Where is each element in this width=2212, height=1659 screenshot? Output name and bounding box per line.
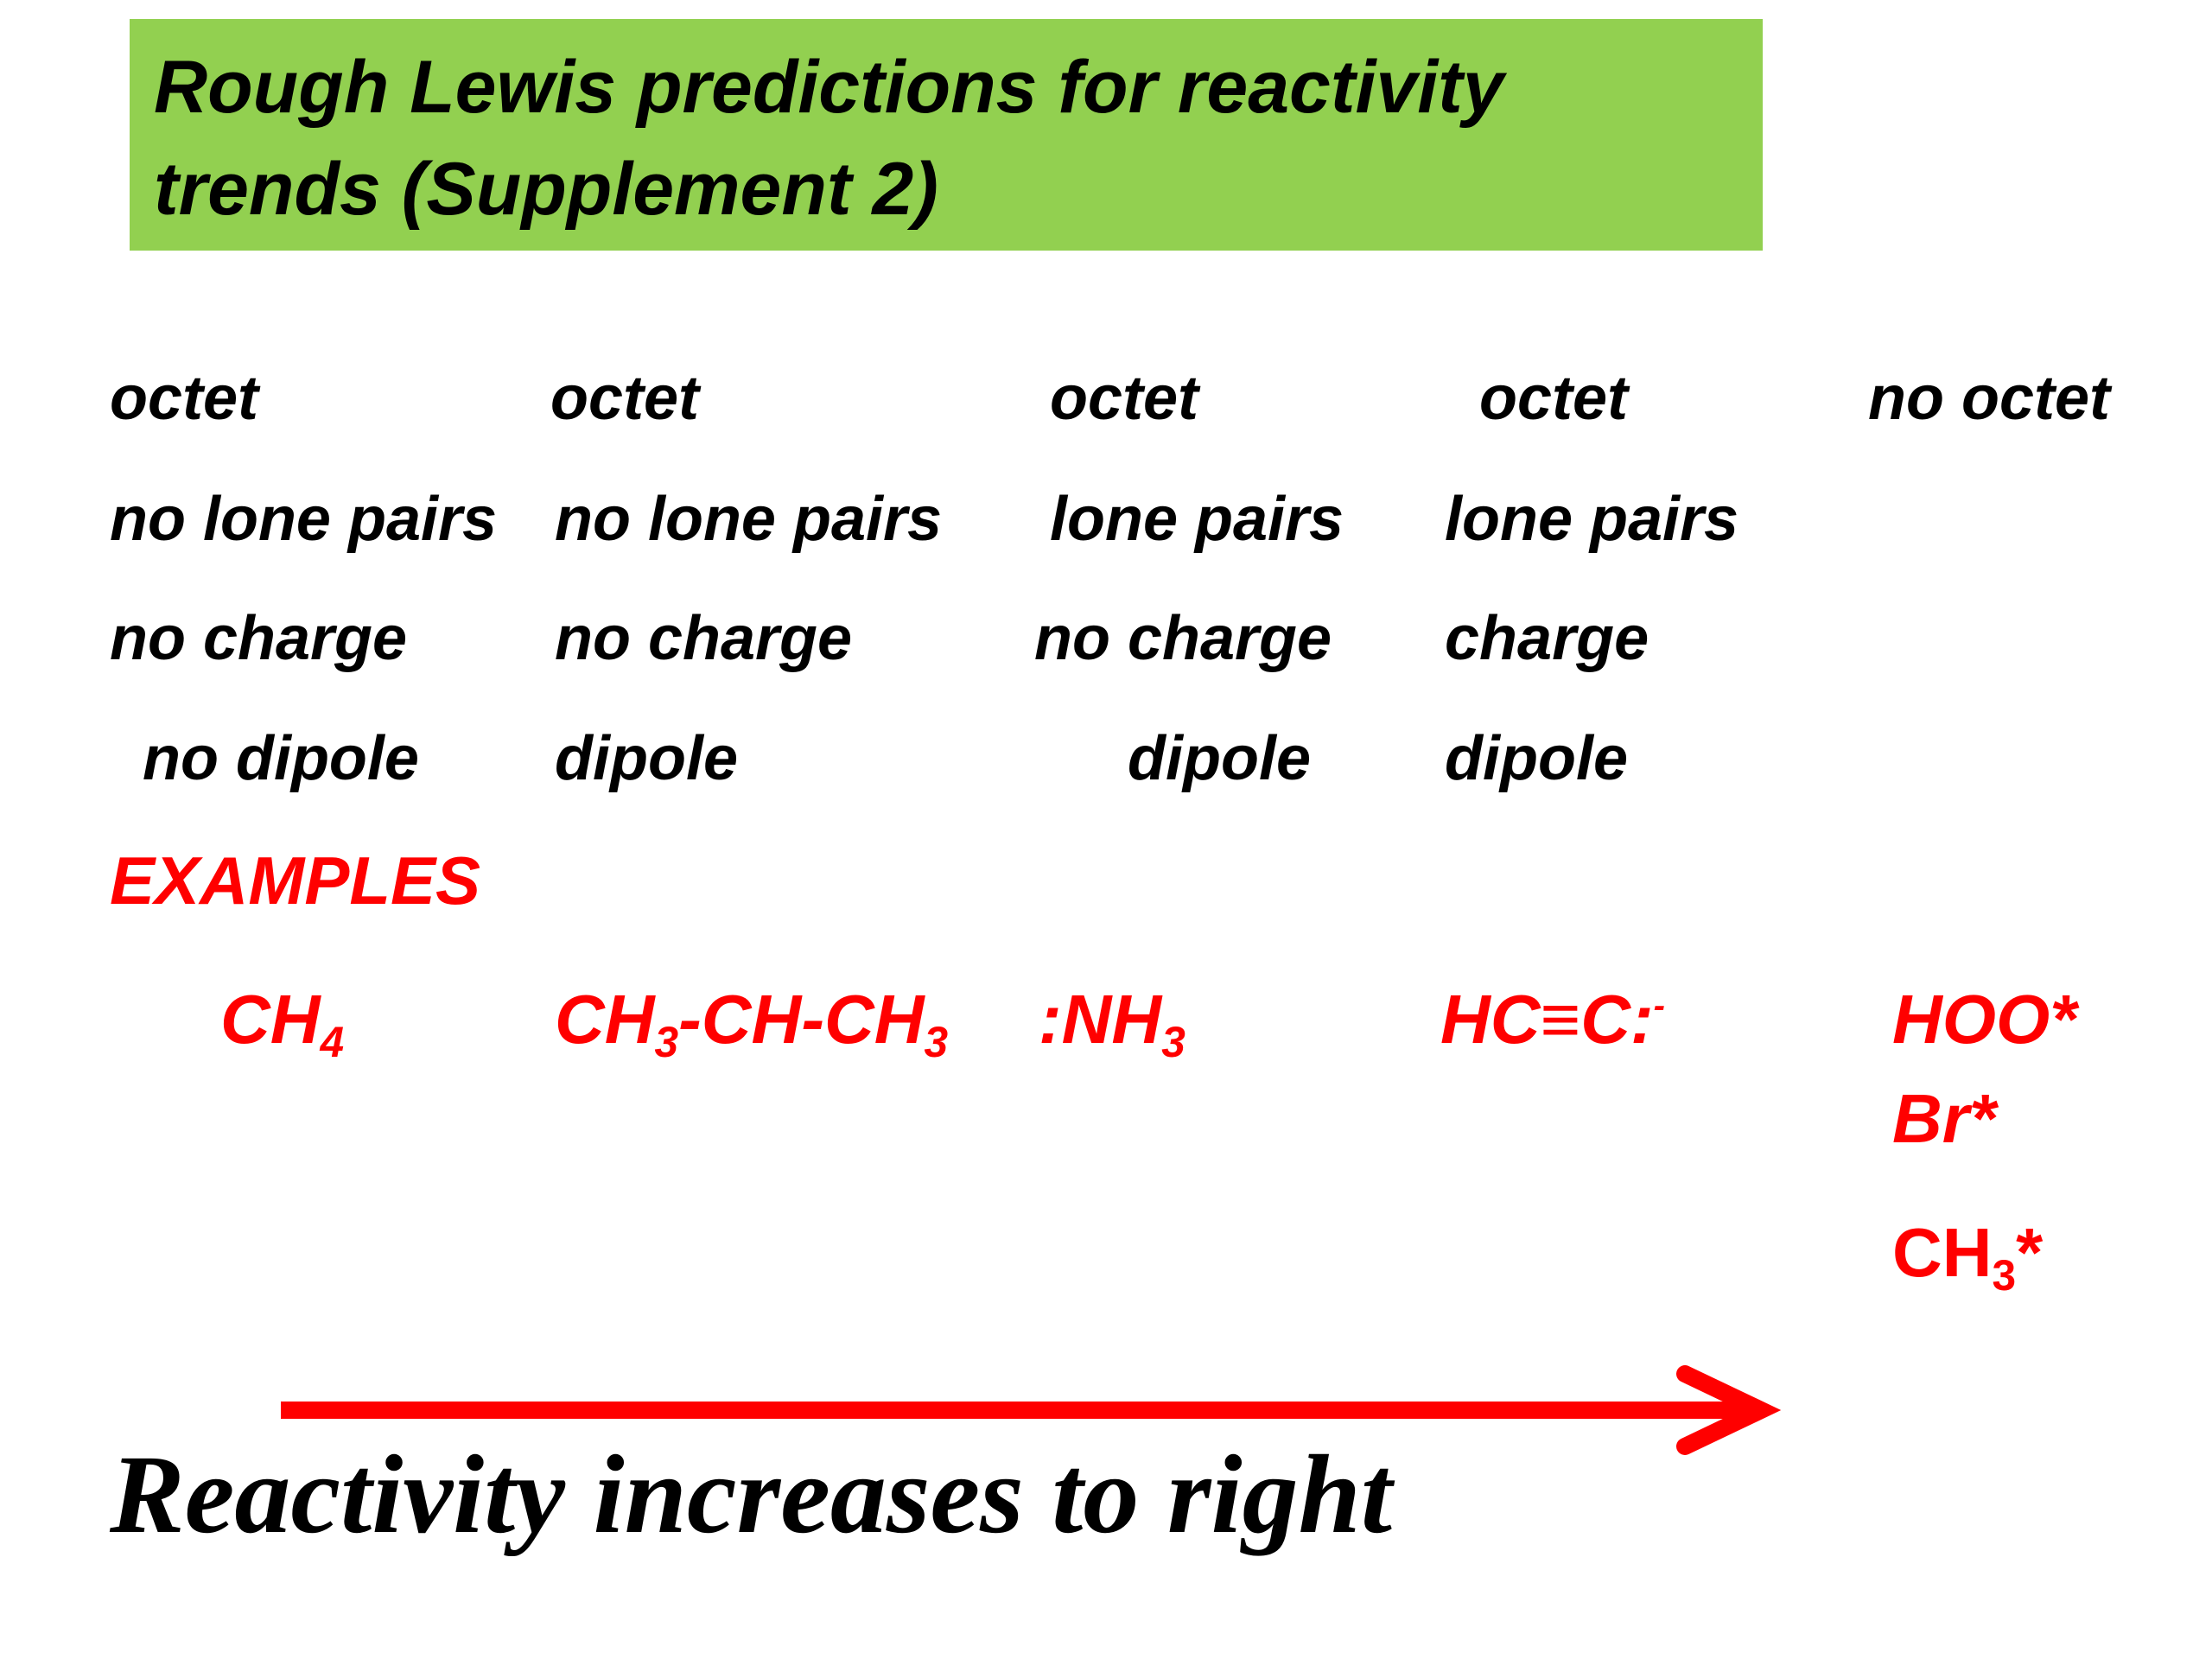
title-line-2: trends (Supplement 2)	[154, 148, 938, 231]
example-methyl-radical: CH3*	[1892, 1214, 2044, 1300]
col1-octet: octet	[110, 364, 259, 433]
col3-octet: octet	[1050, 364, 1199, 433]
col3-lone-pairs: lone pairs	[1050, 485, 1344, 554]
example-ammonia: :NH3	[1039, 981, 1185, 1066]
col4-dipole: dipole	[1445, 724, 1628, 793]
title-banner	[130, 19, 1763, 251]
example-acetylide: HC≡C:-	[1440, 981, 1665, 1058]
col2-lone-pairs: no lone pairs	[555, 485, 943, 554]
col1-lone-pairs: no lone pairs	[110, 485, 498, 554]
example-methane: CH4	[220, 981, 345, 1066]
example-propyl: CH3-CH-CH3	[555, 981, 949, 1066]
col4-charge: charge	[1445, 604, 1649, 673]
col1-dipole: no dipole	[143, 724, 419, 793]
examples-label: EXAMPLES	[110, 842, 481, 918]
reactivity-caption: Reactivity increases to right	[110, 1433, 1393, 1557]
col2-charge: no charge	[555, 604, 853, 673]
example-bromine-radical: Br*	[1892, 1080, 1997, 1157]
arrow-head	[1676, 1365, 1782, 1455]
example-hydroperoxyl-radical: HOO*	[1892, 981, 2077, 1058]
title-line-1: Rough Lewis predictions for reactivity	[154, 46, 1504, 129]
col3-dipole: dipole	[1128, 724, 1311, 793]
col4-octet: octet	[1479, 364, 1629, 433]
col5-octet: no octet	[1868, 364, 2110, 433]
col2-dipole: dipole	[555, 724, 738, 793]
col1-charge: no charge	[110, 604, 408, 673]
col2-octet: octet	[550, 364, 700, 433]
col4-lone-pairs: lone pairs	[1445, 485, 1739, 554]
col3-charge: no charge	[1034, 604, 1332, 673]
